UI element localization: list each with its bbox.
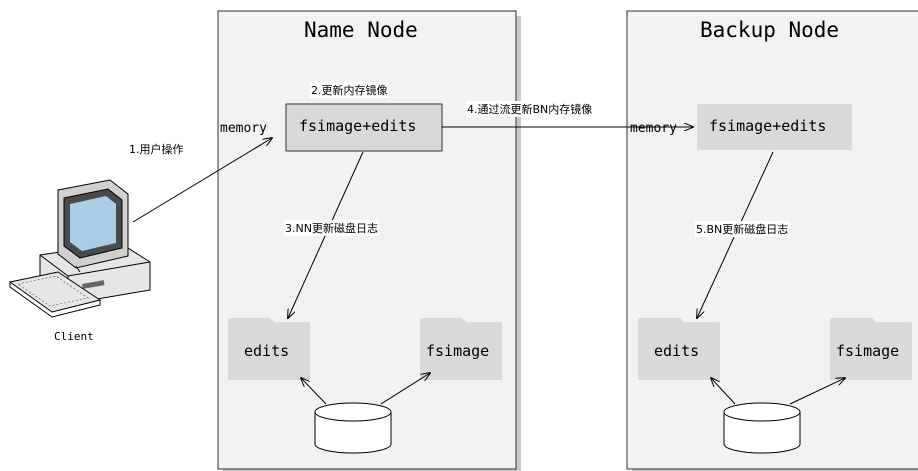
name-node-title: Name Node [304, 18, 418, 42]
name-node-disk-icon [314, 402, 392, 454]
step5-label: 5.BN更新磁盘日志 [695, 221, 790, 237]
name-node-memory-box-label: fsimage+edits [299, 117, 417, 135]
backup-node-panel [626, 10, 918, 471]
step1-arrow [132, 138, 272, 223]
name-node-edits-label: edits [244, 342, 290, 360]
step1-label: 1.用户操作 [128, 141, 185, 157]
backup-node-edits-folder [638, 318, 720, 380]
name-node-memory-box [285, 103, 443, 152]
bn-disk-to-edits-arrow [711, 378, 736, 405]
backup-node-fsimage-label: fsimage [836, 342, 900, 360]
client-computer-icon [8, 179, 151, 318]
client-label: Client [54, 330, 94, 343]
bn-disk-to-fsimage-arrow [789, 378, 845, 405]
backup-node-memory-box [697, 104, 852, 150]
name-node-edits-folder [228, 318, 310, 380]
backup-node-disk-icon [723, 402, 801, 454]
backup-node-fsimage-folder [830, 318, 912, 380]
backup-node-title: Backup Node [700, 18, 840, 42]
nn-disk-to-edits-arrow [301, 378, 327, 405]
name-node-fsimage-label: fsimage [426, 342, 490, 360]
backup-node-memory-label: memory [630, 121, 677, 136]
name-node-panel [217, 10, 521, 471]
step3-label: 3.NN更新磁盘日志 [284, 220, 379, 236]
step4-label: 4.通过流更新BN内存镜像 [466, 101, 594, 117]
name-node-memory-label: memory [220, 121, 267, 136]
backup-node-memory-box-label: fsimage+edits [709, 117, 827, 135]
nn-disk-to-fsimage-arrow [380, 373, 430, 405]
backup-node-edits-label: edits [654, 342, 700, 360]
name-node-fsimage-folder [420, 318, 502, 380]
step2-label: 2.更新内存镜像 [310, 82, 389, 98]
